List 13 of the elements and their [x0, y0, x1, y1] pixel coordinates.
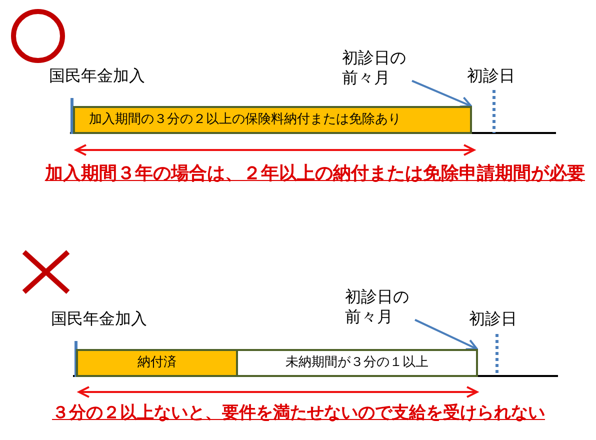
conclusion-text: 加入期間３年の場合は、２年以上の納付または免除申請期間が必要	[45, 163, 585, 186]
period-bar: 加入期間の３分の２以上の保険料納付または免除あり	[73, 106, 472, 134]
date-label: 初診日	[467, 66, 515, 86]
arrow	[414, 318, 478, 350]
annotation-text: 初診日の前々月	[342, 48, 412, 89]
start-label: 国民年金加入	[49, 66, 145, 86]
period-bar: 未納期間が３分の１以上	[236, 349, 478, 377]
arrow	[412, 80, 472, 108]
annotation-text: 初診日の前々月	[345, 287, 415, 328]
start-label: 国民年金加入	[51, 309, 147, 329]
period-bar: 納付済	[76, 349, 238, 377]
date-label: 初診日	[469, 309, 517, 329]
conclusion-text: ３分の２以上ないと、要件を満たせないので支給を受けられない	[52, 403, 545, 424]
